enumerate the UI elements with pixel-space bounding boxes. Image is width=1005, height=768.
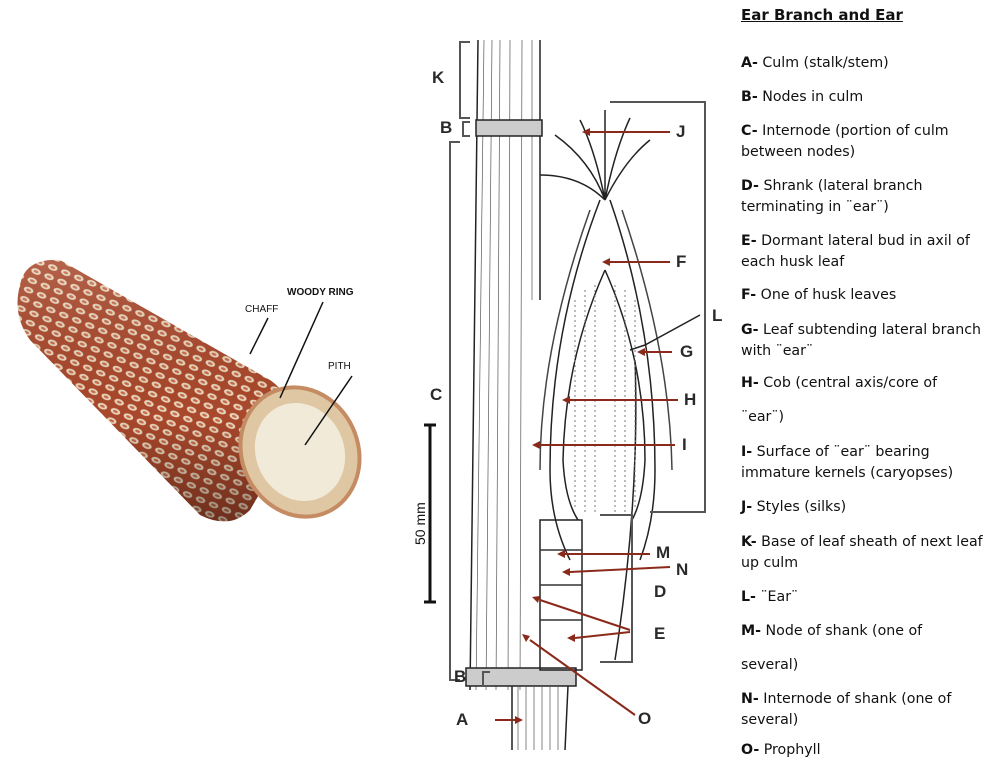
label-n: N	[676, 560, 688, 580]
label-j: J	[676, 122, 685, 142]
bracket-l	[610, 102, 705, 512]
label-b-bottom: B	[454, 667, 466, 687]
label-d: D	[654, 582, 666, 602]
corn-cob-illustration	[0, 230, 400, 530]
label-g: G	[680, 342, 693, 362]
scale-bar-label: 50 mm	[412, 502, 428, 545]
label-l: L	[712, 306, 722, 326]
label-b-top: B	[440, 118, 452, 138]
shank	[540, 520, 582, 670]
legend-item-j: J- Styles (silks)	[741, 497, 1003, 518]
label-o: O	[638, 709, 651, 729]
legend-item-l: L- ¨Ear¨	[741, 587, 1003, 608]
culm-outline	[470, 40, 540, 690]
woody-ring-label: WOODY RING	[287, 287, 353, 298]
legend-item-k: K- Base of leaf sheath of next leaf up c…	[741, 532, 1003, 574]
chaff-pointer	[250, 318, 268, 354]
legend-item-o: O- Prophyll	[741, 740, 1003, 761]
legend-title: Ear Branch and Ear	[741, 6, 903, 24]
silks	[540, 110, 650, 200]
legend-item-a: A- Culm (stalk/stem)	[741, 53, 1003, 74]
label-h: H	[684, 390, 696, 410]
bracket-k	[460, 42, 470, 118]
legend-item-g: G- Leaf subtending lateral branch with ¨…	[741, 320, 1003, 362]
legend-item-m-cont: several)	[741, 655, 1003, 676]
legend-item-b: B- Nodes in culm	[741, 87, 1003, 108]
label-c: C	[430, 385, 442, 405]
legend-item-f: F- One of husk leaves	[741, 285, 1003, 306]
legend-item-n: N- Internode of shank (one of several)	[741, 689, 1003, 731]
label-a: A	[456, 710, 468, 730]
ear-branch-diagram: K B C B A J F L G H I M N D E O 50 mm	[400, 0, 735, 763]
legend: Ear Branch and Ear A- Culm (stalk/stem) …	[741, 0, 1005, 763]
chaff-label: CHAFF	[245, 304, 278, 315]
label-i: I	[682, 435, 687, 455]
label-e: E	[654, 624, 665, 644]
legend-item-e: E- Dormant lateral bud in axil of each h…	[741, 231, 1003, 273]
husk-outer	[550, 200, 655, 560]
legend-item-h-cont: ¨ear¨)	[741, 407, 1003, 428]
legend-item-i: I- Surface of ¨ear¨ bearing immature ker…	[741, 442, 1003, 484]
bracket-b-top	[463, 122, 470, 136]
node-top	[476, 120, 542, 136]
legend-item-h: H- Cob (central axis/core of	[741, 373, 1003, 394]
corn-cob-photo: CHAFF WOODY RING PITH	[0, 230, 400, 530]
pith-label: PITH	[328, 361, 351, 372]
bracket-c	[450, 142, 460, 680]
legend-item-d: D- Shrank (lateral branch terminating in…	[741, 176, 1003, 218]
bracket-d	[600, 515, 632, 662]
subtending-leaf	[615, 315, 700, 660]
legend-item-m: M- Node of shank (one of	[741, 621, 1003, 642]
label-m: M	[656, 543, 670, 563]
label-f: F	[676, 252, 686, 272]
legend-item-c: C- Internode (portion of culm between no…	[741, 121, 1003, 163]
ear-branch-drawing	[400, 0, 735, 763]
label-k: K	[432, 68, 444, 88]
woody-ring-pointer	[280, 302, 323, 398]
